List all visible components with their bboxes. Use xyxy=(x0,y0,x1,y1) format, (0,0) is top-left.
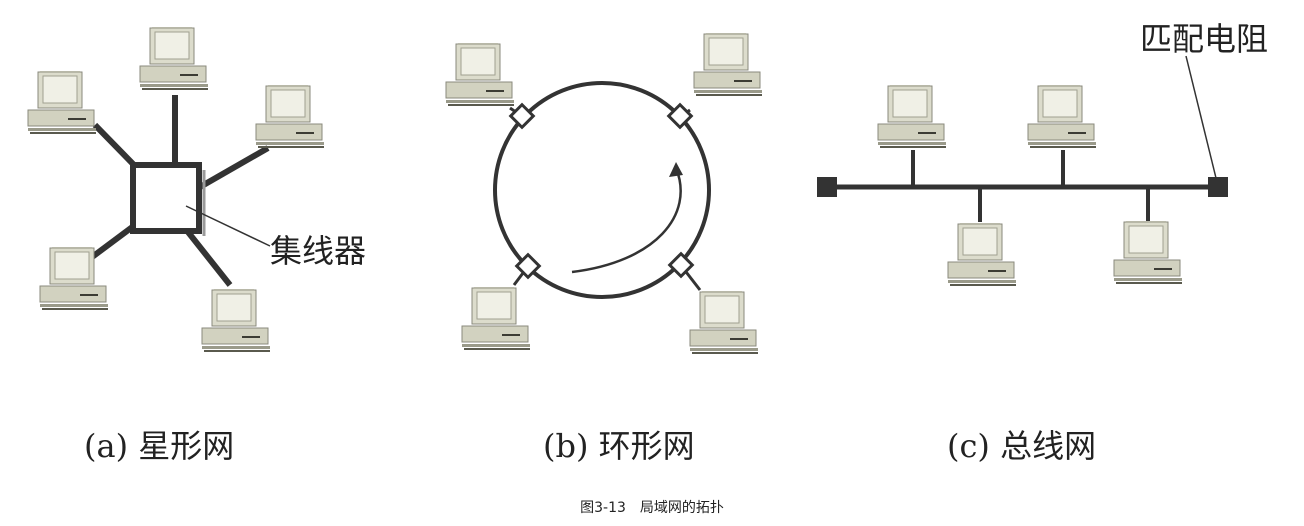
bus-label: (c) 总线网 xyxy=(947,427,1096,465)
ring-computer-bottom-right xyxy=(689,291,759,354)
hub-label: 集线器 xyxy=(270,232,366,270)
star-computer-lower-left xyxy=(39,247,109,310)
hub xyxy=(130,162,202,234)
bus-computer-4 xyxy=(1113,221,1183,284)
terminator-label: 匹配电阻 xyxy=(1140,20,1268,58)
ring-computer-top-left xyxy=(445,43,515,106)
ring-computer-bottom-left xyxy=(461,287,531,350)
star-topology: 集线器 xyxy=(27,27,366,352)
ring-tap-top-left xyxy=(508,102,536,130)
star-computer-upper-right xyxy=(255,85,325,148)
ring-topology xyxy=(445,33,763,354)
ring-tap-bottom-right xyxy=(667,251,695,279)
terminator-left xyxy=(817,177,837,197)
star-computer-top xyxy=(139,27,209,90)
ring-label: (b) 环形网 xyxy=(543,427,695,465)
terminator-right xyxy=(1208,177,1228,197)
bus-computer-1 xyxy=(877,85,947,148)
figure-caption: 图3-13 局域网的拓扑 xyxy=(580,500,724,516)
star-computer-upper-left xyxy=(27,71,97,134)
ring-tap-top-right xyxy=(666,102,694,130)
bus-computer-3 xyxy=(947,223,1017,286)
terminator-callout-line xyxy=(1185,55,1217,179)
star-computer-lower-right xyxy=(201,289,271,352)
bus-computer-2 xyxy=(1027,85,1097,148)
ring xyxy=(493,81,711,299)
star-label: (a) 星形网 xyxy=(84,427,234,465)
hub-callout-line xyxy=(185,205,271,247)
bus-topology: 匹配电阻 xyxy=(817,20,1268,286)
ring-tap-bottom-left xyxy=(514,252,542,280)
ring-direction-arrow xyxy=(571,167,682,274)
ring-computer-top-right xyxy=(693,33,763,96)
